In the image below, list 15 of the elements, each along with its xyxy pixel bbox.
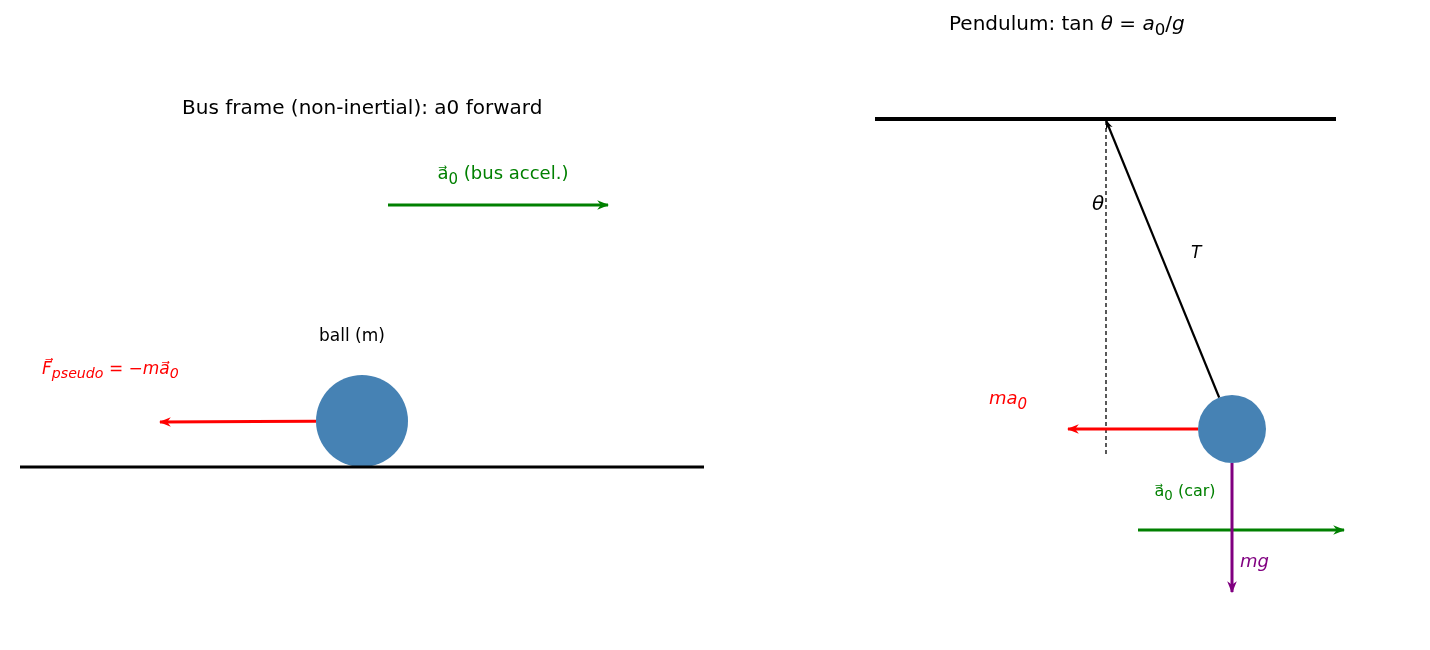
force-arrow xyxy=(158,417,316,427)
edge-label: T xyxy=(1191,243,1202,263)
node-label: ball (m) xyxy=(319,326,385,346)
edge-label: ma$_{0}$ xyxy=(989,387,1028,413)
force-arrow xyxy=(1066,424,1198,434)
edge-label: mg xyxy=(1240,550,1269,572)
panel-title: Bus frame (non-inertial): a0 forward xyxy=(182,95,543,119)
edge-label: F⃗$_{pseudo}$ = −ma⃗$_{0}$ xyxy=(42,358,179,382)
force-arrow xyxy=(1227,463,1237,594)
ceiling-bar xyxy=(875,117,1336,121)
arrow-label: a⃗$_{0}$ (car) xyxy=(1154,482,1216,504)
panel-title: Pendulum: tan θ = a$_{0}$/g xyxy=(949,11,1185,39)
force-arrow xyxy=(1105,120,1221,398)
arrow-label: a⃗$_{0}$ (bus accel.) xyxy=(437,162,569,188)
angle-label: θ xyxy=(1092,191,1105,215)
